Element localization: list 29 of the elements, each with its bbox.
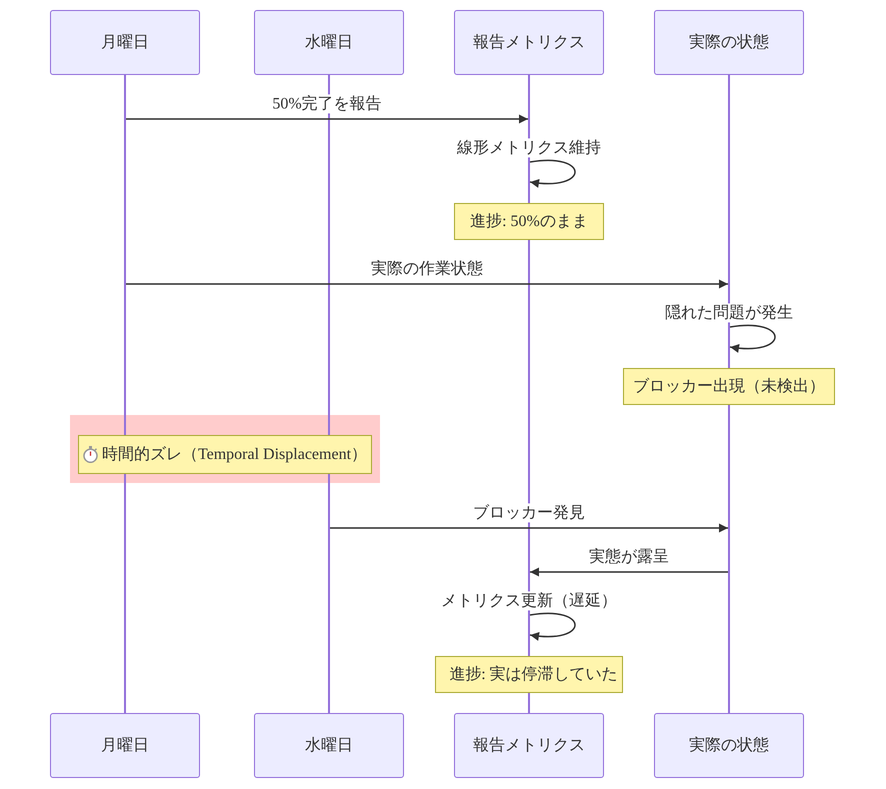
- participant-box: 水曜日: [254, 713, 404, 778]
- note-box: 進捗: 実は停滞していた: [435, 656, 623, 693]
- message-arrow: [330, 524, 728, 532]
- participant-box: 実際の状態: [654, 713, 804, 778]
- message-arrow: [126, 114, 528, 124]
- edge-label: 実態が露呈: [587, 547, 671, 567]
- participant-box: 月曜日: [50, 713, 200, 778]
- edge-label: 線形メトリクス維持: [455, 138, 603, 158]
- lifeline: [124, 75, 126, 713]
- edge-label: ブロッカー発見: [471, 503, 587, 523]
- participant-box: 月曜日: [50, 10, 200, 75]
- message-arrow: [530, 568, 728, 576]
- participant-box: 報告メトリクス: [454, 713, 604, 778]
- note-box: ブロッカー出現（未検出）: [623, 368, 835, 405]
- participant-box: 実際の状態: [654, 10, 804, 75]
- participant-box: 水曜日: [254, 10, 404, 75]
- message-arrow: [126, 280, 728, 288]
- note-text: 時間的ズレ（Temporal Displacement）: [102, 444, 368, 464]
- lifeline: [328, 75, 330, 713]
- note-box: 進捗: 50%のまま: [454, 203, 604, 240]
- edge-label: 50%完了を報告: [270, 94, 384, 114]
- highlight-box: [70, 415, 380, 483]
- edge-label: 実際の作業状態: [369, 259, 485, 279]
- note-box: [78, 435, 372, 474]
- participant-box: 報告メトリクス: [454, 10, 604, 75]
- lifeline: [728, 75, 730, 713]
- edge-label: 隠れた問題が発生: [663, 303, 795, 323]
- self-loop-arrow: [730, 324, 776, 352]
- self-loop-arrow: [530, 160, 576, 188]
